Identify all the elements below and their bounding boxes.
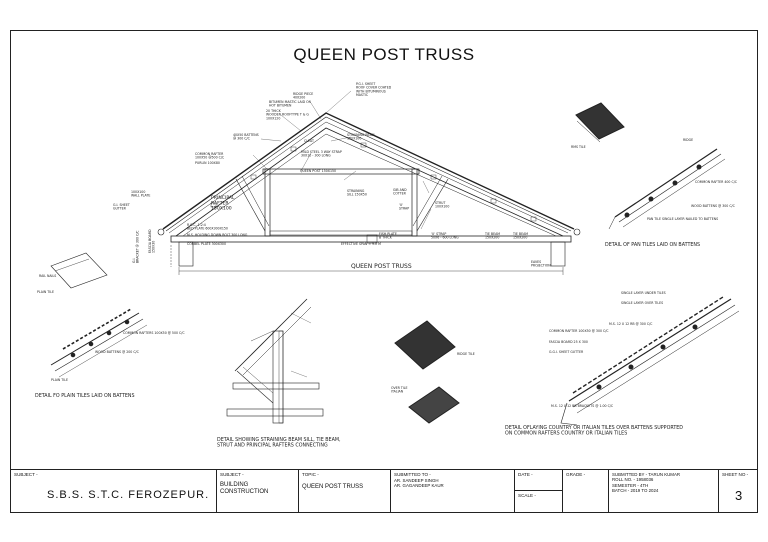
pan-tile-detail: RIDGE PAN TILE SINGLE LAYER NAILED TO BA… (605, 138, 738, 248)
straining-connection-detail: DETAIL SHOWING STRAINING BEAM SILL, TIE … (217, 298, 341, 449)
pan-rafter-label: COMMON RAFTER 400 C/C (695, 180, 738, 184)
label-purlin: PURLIN 100X80 (195, 161, 220, 165)
subject2-head: SUBJECT - (220, 472, 244, 477)
sheet-no-cell: SHEET NO - 3 (719, 470, 757, 512)
rms-tile-detail: RMS TILE (571, 102, 625, 149)
pan-tile-caption: DETAIL OF PAN TILES LAID ON BATTENS (605, 242, 700, 248)
label-span: EFFECTIVE SPAN = 9.0 M (341, 242, 381, 246)
country-bracket-label: M.S. 12 X 12 RB BRACKETS @ 1.00 C/C (551, 404, 614, 408)
submitted-to-head: SUBMITTED TO - (394, 472, 431, 477)
country-rafter-label: COMMON RAFTER 100X50 @ 300 C/C (549, 329, 609, 333)
topic-cell: TOPIC - QUEEN POST TRUSS (299, 470, 391, 512)
plain-tiles-caption: DETAIL FO PLAIN TILES LAID ON BATTENS (35, 393, 135, 399)
country-caption: DETAIL OFLAYING COUNTRY OR ITALIAN TILES… (505, 425, 683, 437)
country-under-label: SINGLE LAYER UNDER TILES (621, 291, 666, 295)
pan-ridge-label: RIDGE (683, 138, 693, 142)
institution-cell: SUBJECT - S.B.S. S.T.C. FEROZEPUR. (11, 470, 217, 512)
plain-rafter-label: COMMON RAFTERS 100X50 @ 500 C/C (123, 331, 185, 335)
submitted-by-cell: SUBMITTED BY - TARUN KUMAR ROLL NO. - 19… (609, 470, 719, 512)
country-tile-detail: SINGLE LAYER UNDER TILES SINGLE LAYER OV… (505, 291, 740, 437)
batch: BATCH - 2019 TO 2024 (612, 488, 659, 494)
subject-value: BUILDING CONSTRUCTION (220, 482, 269, 495)
pan-battens-label: WOOD BATTENS @ 300 C/C (691, 204, 736, 208)
institution-name: S.B.S. S.T.C. FEROZEPUR. (47, 489, 210, 501)
country-fascia-label: FASCIA BOARD 25 X 300 (549, 340, 588, 344)
rms-tile-label: RMS TILE (571, 145, 586, 149)
submitted-to-value: AR. SANDEEP SINGH AR. GAGANDEEP KAUR (394, 478, 444, 489)
plain-tile-label: PLAIN TILE (37, 290, 54, 294)
plain-tile-detail: RAIL NAILS PLAIN TILE (37, 252, 108, 294)
title-block: SUBJECT - S.B.S. S.T.C. FEROZEPUR. SUBJE… (11, 469, 757, 512)
label-holding-bolt: M.S. HOLDING DOWN BOLT 300 LONG (187, 233, 248, 237)
sheet-number: 3 (735, 488, 743, 503)
straining-caption: DETAIL SHOWING STRAINING BEAM SILL, TIE … (217, 437, 341, 449)
main-caption: QUEEN POST TRUSS (351, 263, 412, 270)
semester: SEMESTER - 4TH (612, 482, 649, 488)
date-head: DATE - (518, 472, 533, 477)
plain-tiles-battens-detail: COMMON RAFTERS 100X50 @ 500 C/C WOOD BAT… (35, 308, 185, 399)
label-queen-post: QUEEN POST 150X150 (300, 169, 336, 173)
topic-value: QUEEN POST TRUSS (302, 484, 364, 490)
label-fascia: FASCIA BOARD150X30 (148, 229, 156, 253)
topic-head: TOPIC - (302, 472, 319, 477)
country-rb-label: M.S. 12 X 12 RB @ 300 C/C (609, 322, 653, 326)
sheet-head: SHEET NO - (722, 472, 749, 477)
label-u-strap: 'U'STRAP (399, 203, 409, 211)
drawing-title: QUEEN POST TRUSS (293, 45, 475, 64)
date-scale-cell: DATE - SCALE - (515, 470, 563, 512)
queen-post-truss (157, 90, 581, 275)
drawing-sheet: QUEEN POST TRUSS (10, 30, 758, 513)
roll-no: ROLL NO. - 1958036 (612, 477, 654, 483)
ridge-tile-label: RIDGE TILE (457, 352, 475, 356)
plain-tile-sub-label: PLAIN TILE (51, 378, 68, 382)
submitted-by: SUBMITTED BY - TARUN KUMAR (612, 472, 681, 477)
label-bracket: G.I.BRACKET @ 300 C/C (132, 230, 140, 263)
subject-cell: SUBJECT - BUILDING CONSTRUCTION (217, 470, 299, 512)
pan-nailed-label: PAN TILE SINGLE LAYER NAILED TO BATTENS (647, 217, 718, 221)
subject-head: SUBJECT - (14, 472, 38, 477)
scale-head: SCALE - (518, 493, 536, 498)
label-corbel: CORBEL PLATE 300X300 (187, 242, 226, 246)
country-gutter-label: G.G.I. SHEET GUTTER (549, 350, 584, 354)
country-over-label: SINGLE LAYER OVER TILES (621, 301, 663, 305)
grade-head: GRADE - (566, 472, 586, 477)
label-battens: 40X50 BATTENS@ 300 C/C (233, 133, 259, 141)
grade-cell: GRADE - (563, 470, 609, 512)
submitted-to-cell: SUBMITTED TO - AR. SANDEEP SINGH AR. GAG… (391, 470, 515, 512)
label-cleat: CLEAT (304, 139, 314, 143)
rail-nails-label: RAIL NAILS (39, 274, 56, 278)
plain-battens-label: WOOD BATTENS @ 200 C/C (95, 350, 140, 354)
